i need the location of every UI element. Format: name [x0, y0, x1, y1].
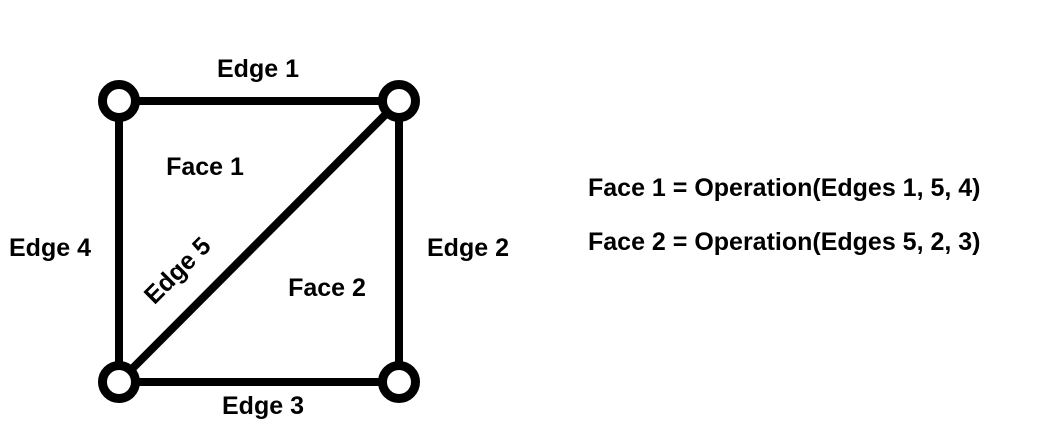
vertex-bottom-left	[98, 361, 140, 403]
vertex-top-right	[378, 80, 420, 122]
edge-5-line	[116, 98, 402, 385]
edge-2-label: Edge 2	[427, 234, 509, 262]
vertex-top-left	[98, 80, 140, 122]
vertex-bottom-right	[378, 361, 420, 403]
face-operation-annotations: Face 1 = Operation(Edges 1, 5, 4) Face 2…	[588, 174, 981, 256]
face-2-label: Face 2	[288, 274, 366, 302]
graph-diagram: Edge 1 Edge 2 Edge 3 Edge 4 Edge 5 Face …	[9, 55, 509, 420]
edge-4-label: Edge 4	[9, 234, 91, 262]
face-2-operation-text: Face 2 = Operation(Edges 5, 2, 3)	[588, 228, 981, 256]
edge-3-label: Edge 3	[222, 392, 304, 420]
edge-1-label: Edge 1	[217, 55, 299, 83]
face-1-label: Face 1	[166, 153, 244, 181]
face-1-operation-text: Face 1 = Operation(Edges 1, 5, 4)	[588, 174, 981, 202]
